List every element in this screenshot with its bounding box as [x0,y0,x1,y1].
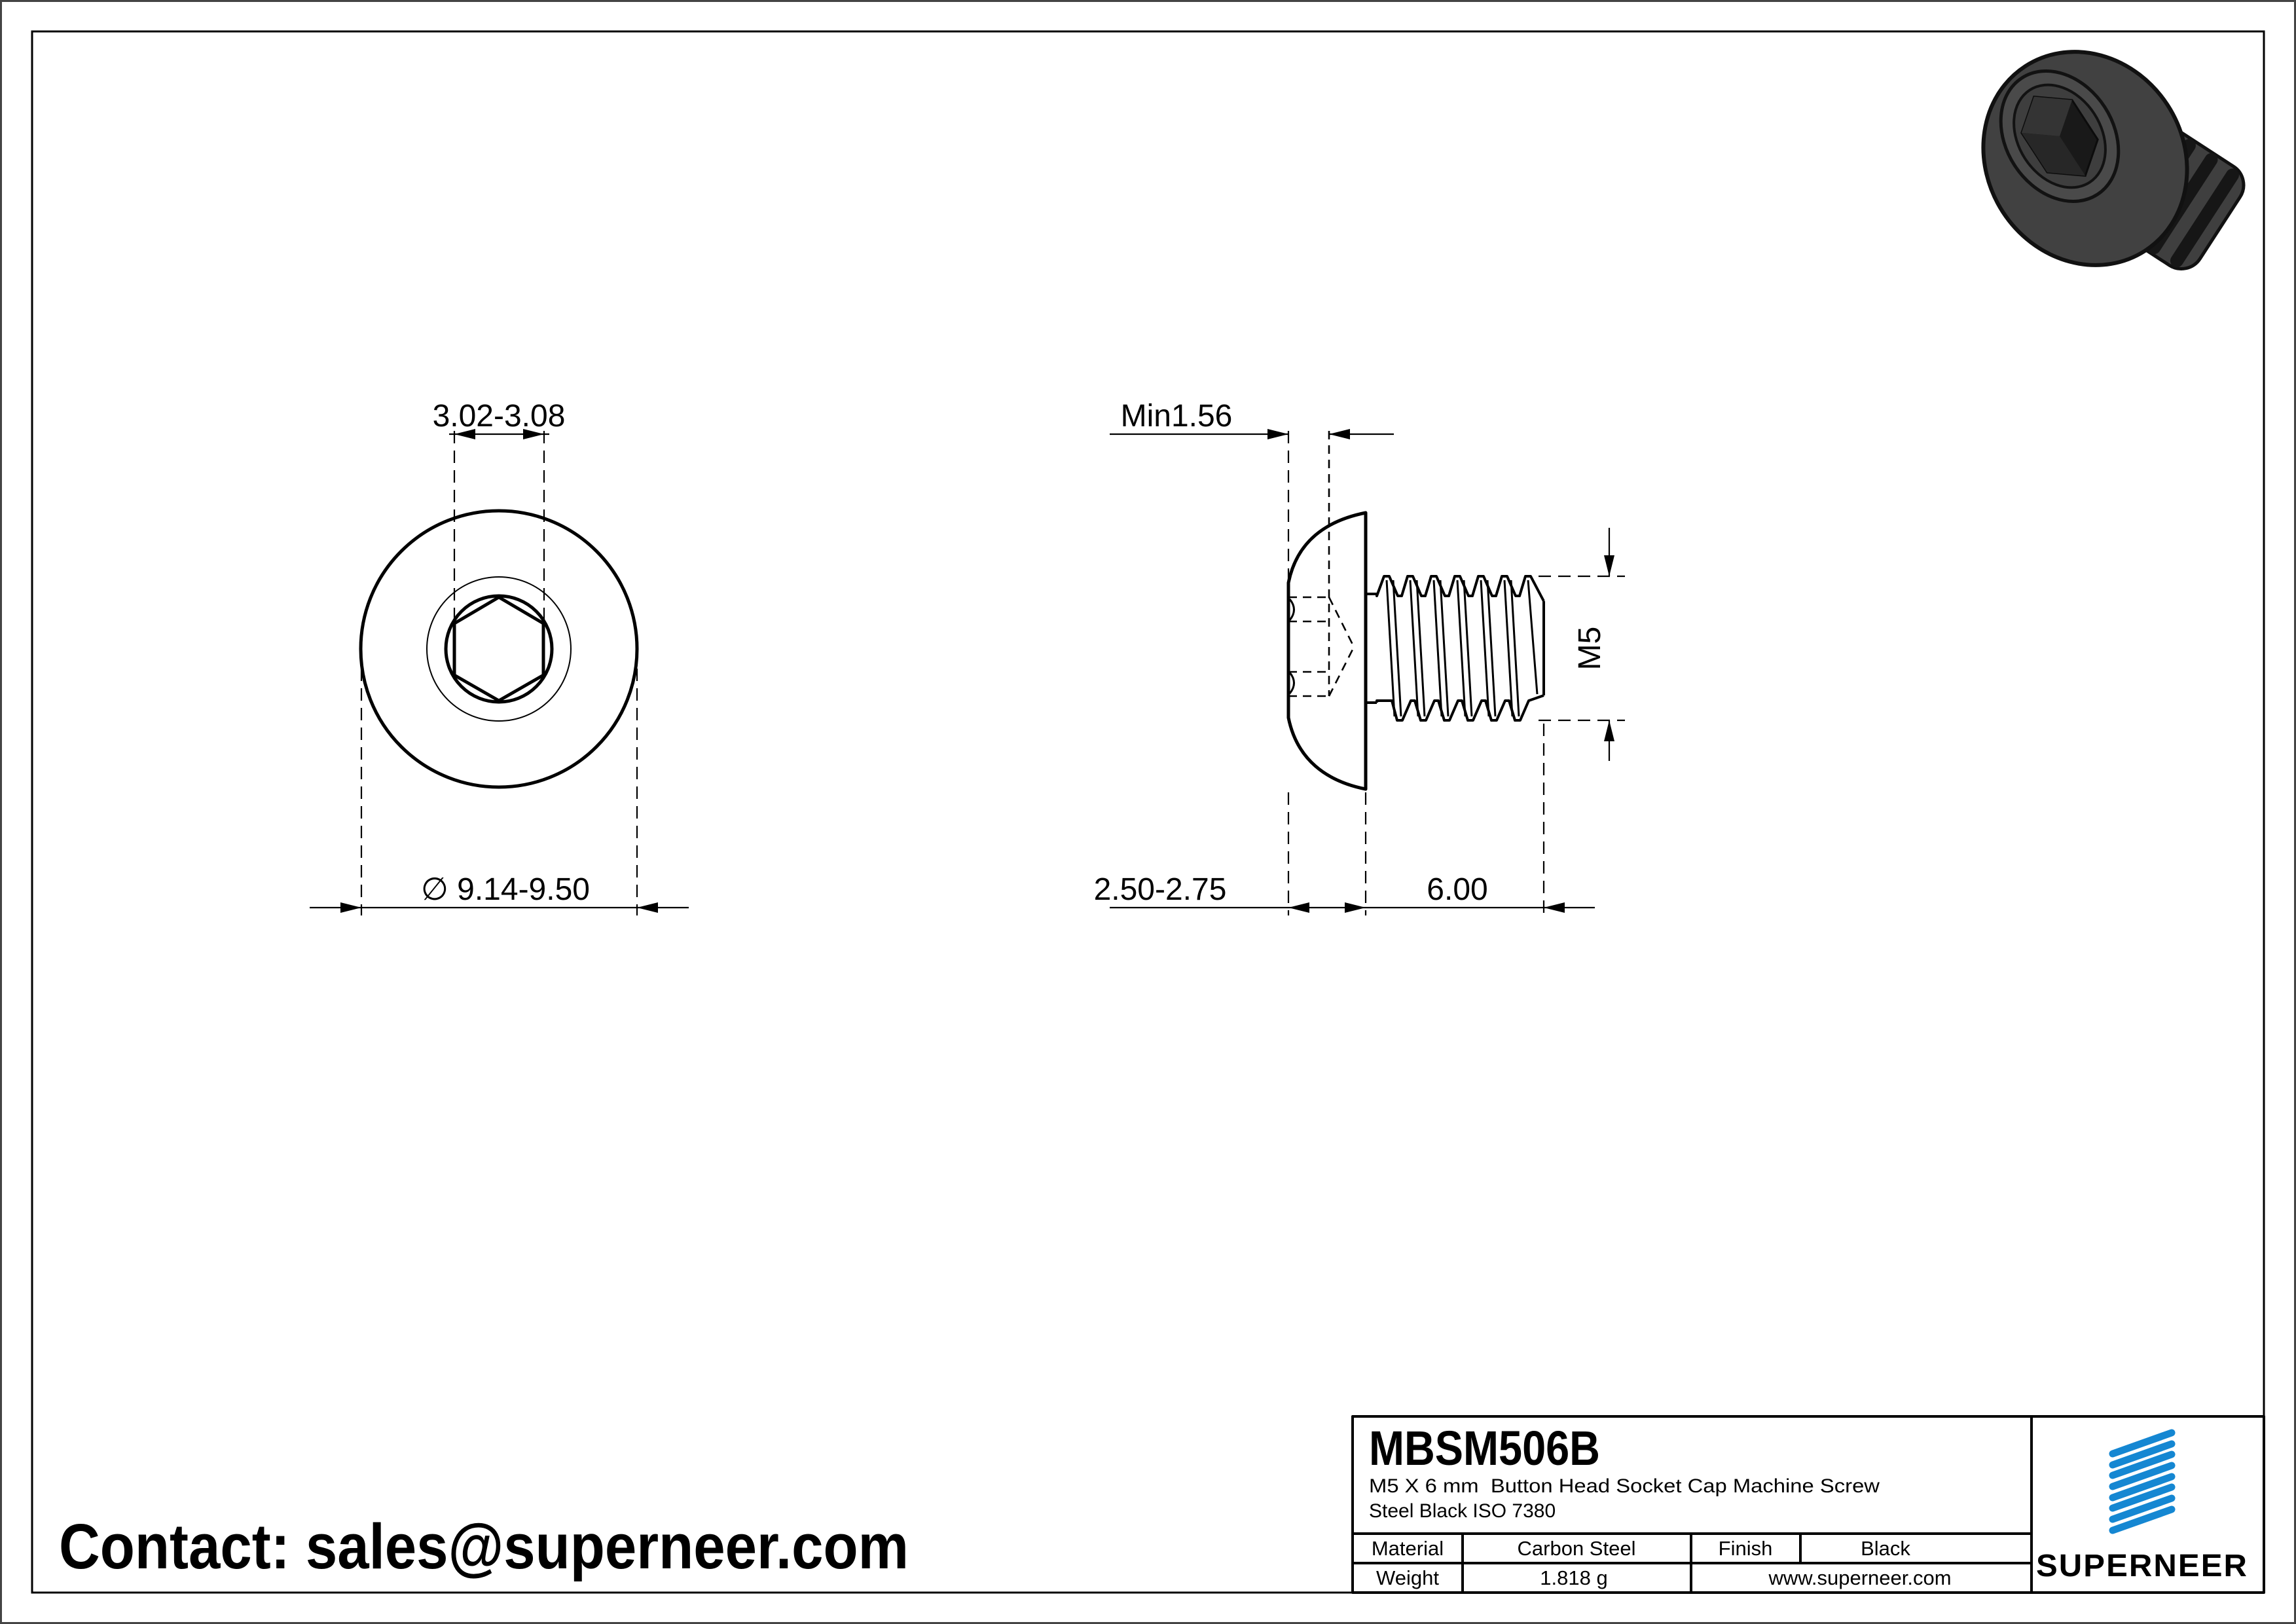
arrowhead [523,429,544,439]
arrowhead [1604,720,1614,741]
weight-value: 1.818 g [1540,1566,1607,1589]
front-view: 3.02-3.08 ∅ 9.14-9.50 [310,399,689,915]
dim-text-socket-depth: Min1.56 [1121,399,1233,434]
screw-3d-preview [1981,50,2246,270]
dim-text-head-diameter: ∅ 9.14-9.50 [421,872,590,907]
thread-crest-top [1376,575,1545,602]
head-profile [1286,511,1368,791]
dim-text-head-height: 2.50-2.75 [1094,872,1227,907]
part-number: MBSM506B [1369,1421,1600,1475]
thread-flank-lines [1385,580,1539,717]
inner-drawing-frame [31,30,2265,1594]
dim-thread-size: M5 [1539,528,1625,761]
arrowhead [340,902,361,913]
dim-socket-width: 3.02-3.08 [433,399,566,622]
dim-text-thread-size: M5 [1573,627,1607,671]
part-description-line1: M5 X 6 mm Button Head Socket Cap Machine… [1369,1475,1880,1497]
contact-email-text: Contact: sales@superneer.com [59,1511,909,1582]
arrowhead [1329,429,1350,439]
arrowhead [1345,902,1366,913]
part-description-line2: Steel Black ISO 7380 [1369,1500,1556,1522]
arrowhead [637,902,658,913]
finish-label: Finish [1719,1537,1773,1560]
title-block-border [1351,1415,2265,1594]
weight-label: Weight [1376,1566,1439,1589]
dim-socket-depth: Min1.56 [1110,399,1394,580]
hidden-socket-lines [1288,431,1355,697]
screw-3d-hex-face-side [2021,132,2086,176]
screw-3d-socket-face [1999,69,2121,203]
dim-head-diameter: ∅ 9.14-9.50 [310,649,689,915]
arrowhead [1544,902,1565,913]
material-label: Material [1372,1537,1444,1560]
screw-3d-hex-face-top [2021,96,2072,136]
dim-head-height-and-length: 2.50-2.75 6.00 [1094,724,1595,915]
arrowhead [454,429,475,439]
dim-text-socket-width: 3.02-3.08 [433,399,566,434]
logo-stripes-icon [2109,1429,2176,1534]
brand-name: SUPERNEER [2036,1549,2248,1583]
material-value: Carbon Steel [1518,1537,1636,1560]
finish-value: Black [1861,1537,1910,1560]
head-chamfer-circle [426,576,572,722]
website-link[interactable]: www.superneer.com [1768,1566,1951,1589]
arrowhead [1288,902,1309,913]
title-block: MBSM506B M5 X 6 mm Button Head Socket Ca… [1351,1415,2265,1594]
dim-text-thread-length: 6.00 [1427,872,1487,907]
socket-chamfer-arcs [1288,599,1295,694]
hex-socket-outline [452,595,545,703]
thread-crest-bottom [1376,694,1544,722]
side-view: Min1.56 M5 2.50-2.75 6.00 [1094,399,1625,915]
arrowhead [1604,555,1614,576]
arrowhead [1267,429,1288,439]
